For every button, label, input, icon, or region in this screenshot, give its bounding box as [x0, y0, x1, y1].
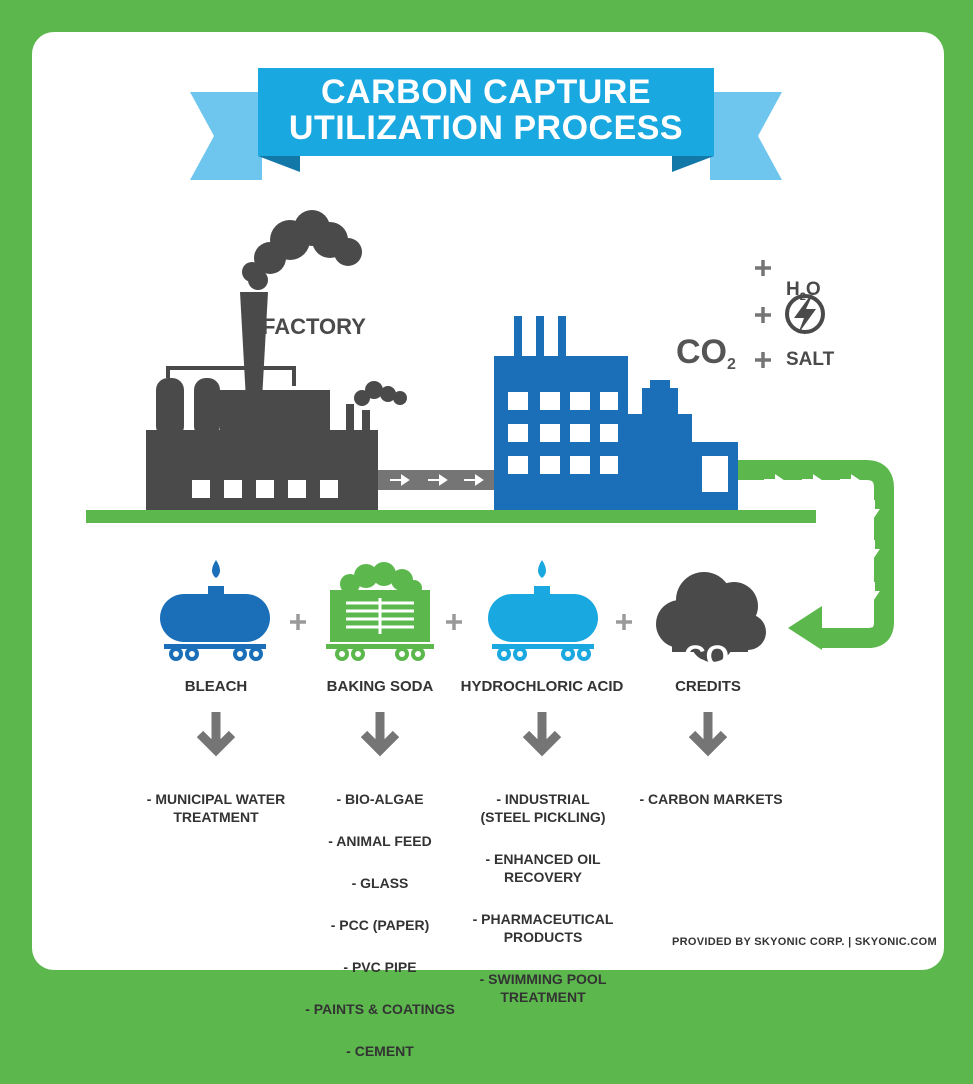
uses-list-bleach: - MUNICIPAL WATER TREATMENT — [136, 772, 296, 850]
co2-subscript: 2 — [727, 356, 736, 373]
title-banner — [190, 68, 782, 180]
list-item: - ENHANCED OIL RECOVERY — [485, 851, 601, 885]
list-item: - PCC (PAPER) — [330, 917, 430, 933]
smoke-small-icon — [354, 381, 407, 406]
page-title: CARBON CAPTURE UTILIZATION PROCESS — [258, 74, 714, 146]
pipe-gray — [378, 470, 494, 490]
hopper-railcar-icon-baking-soda — [326, 562, 434, 661]
banner-fold-left — [258, 156, 300, 172]
co2-cloud-subscript: 2 — [729, 660, 737, 676]
co2-cloud-label: CO2 — [684, 606, 737, 676]
plant-windows — [508, 392, 728, 492]
list-item: - INDUSTRIAL (STEEL PICKLING) — [480, 791, 606, 825]
inputs-group — [755, 260, 825, 368]
footer-credit: PROVIDED BY SKYONIC CORP. | SKYONIC.COM — [672, 936, 937, 948]
capture-plant-icon — [494, 316, 738, 510]
list-item: - PAINTS & COATINGS — [305, 1001, 455, 1017]
list-item: - ANIMAL FEED — [328, 833, 432, 849]
list-item: - PHARMACEUTICAL PRODUCTS — [472, 911, 614, 945]
down-arrow-icons — [196, 712, 728, 757]
pipe-gray-arrows — [390, 474, 484, 486]
co2-text: CO — [676, 333, 727, 371]
water-subscript: 2 — [799, 290, 806, 303]
list-item: - GLASS — [351, 875, 409, 891]
plus-icon — [755, 260, 771, 368]
co2-cloud-icon — [656, 572, 766, 662]
list-item: - MUNICIPAL WATER TREATMENT — [146, 791, 286, 825]
banner-tail-left — [190, 92, 262, 180]
salt-input-label: SALT — [786, 349, 835, 370]
title-line-1: CARBON CAPTURE — [321, 73, 651, 111]
diagram-artwork — [86, 68, 894, 757]
factory-label: FACTORY — [262, 314, 366, 339]
list-item: - CEMENT — [346, 1043, 414, 1059]
list-item: - PVC PIPE — [343, 959, 417, 975]
output-arrowhead — [788, 606, 822, 650]
title-line-2: UTILIZATION PROCESS — [288, 109, 684, 147]
list-item: - BIO-ALGAE — [336, 791, 424, 807]
ground-line — [86, 510, 816, 523]
product-name-baking-soda: BAKING SODA — [326, 678, 434, 695]
smoke-large-icon — [242, 210, 362, 290]
co2-input-label: CO2 — [676, 294, 736, 374]
hopper-slats — [346, 598, 414, 634]
banner-tail-right — [710, 92, 782, 180]
pipe-green — [738, 460, 894, 650]
product-name-bleach: BLEACH — [184, 678, 248, 695]
product-plus-icons — [290, 614, 632, 630]
pipe-green-arrows — [764, 474, 880, 600]
factory-icon — [146, 210, 407, 510]
factory-windows — [192, 480, 338, 498]
product-name-credits: CREDITS — [675, 678, 741, 695]
uses-list-credits: - CARBON MARKETS — [632, 772, 790, 832]
water-h: H — [786, 279, 800, 300]
water-input-label: H2O — [786, 257, 821, 303]
uses-list-baking-soda: - BIO-ALGAE - ANIMAL FEED - GLASS - PCC … — [290, 772, 470, 1084]
list-item: - SWIMMING POOL TREATMENT — [479, 971, 607, 1005]
co2-cloud-text: CO — [684, 640, 729, 673]
banner-ribbon — [258, 68, 714, 156]
tanker-railcar-icon-hcl — [488, 560, 598, 661]
list-item: - CARBON MARKETS — [639, 791, 783, 807]
lightning-bolt-icon — [785, 294, 825, 334]
water-o: O — [805, 279, 821, 300]
product-name-hydrochloric-acid: HYDROCHLORIC ACID — [460, 678, 624, 695]
uses-list-hydrochloric-acid: - INDUSTRIAL (STEEL PICKLING) - ENHANCED… — [462, 772, 624, 1030]
tanker-railcar-icon-bleach — [160, 560, 270, 661]
banner-fold-right — [672, 156, 714, 172]
